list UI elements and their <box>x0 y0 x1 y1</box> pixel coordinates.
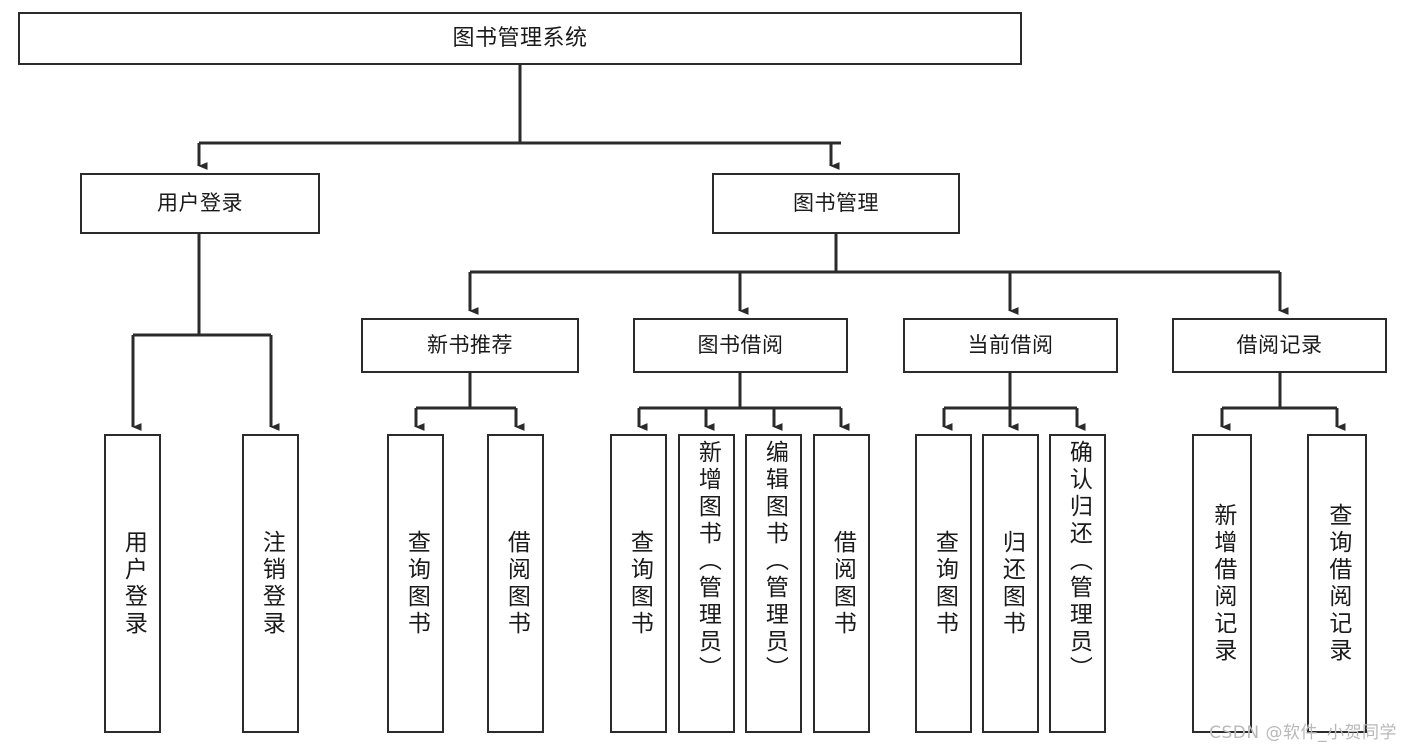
node-user-login-label: 用户登录 <box>157 191 243 216</box>
node-leaf-return-book-label: 归还图书 <box>998 529 1025 638</box>
node-leaf-query-book-1[interactable]: 查询图书 <box>387 434 444 733</box>
node-leaf-borrow-book-2-label: 借阅图书 <box>829 529 856 638</box>
node-leaf-query-book-2[interactable]: 查询图书 <box>610 434 667 733</box>
node-borrow-record[interactable]: 借阅记录 <box>1172 318 1387 373</box>
node-leaf-query-book-3[interactable]: 查询图书 <box>915 434 972 733</box>
node-current-borrow[interactable]: 当前借阅 <box>903 318 1118 373</box>
node-book-borrow[interactable]: 图书借阅 <box>633 318 848 373</box>
node-leaf-borrow-book-2[interactable]: 借阅图书 <box>813 434 870 733</box>
node-book-manage-label: 图书管理 <box>793 191 879 216</box>
node-leaf-logout-label: 注销登录 <box>258 529 285 638</box>
node-root[interactable]: 图书管理系统 <box>18 12 1022 65</box>
node-leaf-logout[interactable]: 注销登录 <box>242 434 299 733</box>
node-leaf-add-record-label: 新增借阅记录 <box>1209 502 1236 665</box>
node-new-book-rec-label: 新书推荐 <box>427 333 513 358</box>
csdn-watermark: CSDN @软件_小贺同学 <box>1209 723 1397 743</box>
node-new-book-rec[interactable]: 新书推荐 <box>361 318 579 373</box>
node-leaf-user-login-label: 用户登录 <box>120 529 147 638</box>
node-leaf-borrow-book-1[interactable]: 借阅图书 <box>487 434 544 733</box>
node-leaf-confirm-return-label: 确认归还（管理员） <box>1065 440 1092 683</box>
node-book-manage[interactable]: 图书管理 <box>712 173 960 234</box>
node-leaf-add-book[interactable]: 新增图书（管理员） <box>678 434 735 733</box>
node-leaf-query-record[interactable]: 查询借阅记录 <box>1307 434 1367 733</box>
node-root-label: 图书管理系统 <box>452 25 588 51</box>
node-leaf-query-record-label: 查询借阅记录 <box>1324 502 1351 665</box>
node-leaf-query-book-3-label: 查询图书 <box>931 529 958 638</box>
node-leaf-query-book-2-label: 查询图书 <box>626 529 653 638</box>
node-book-borrow-label: 图书借阅 <box>697 333 784 358</box>
node-leaf-add-book-label: 新增图书（管理员） <box>694 440 721 683</box>
node-leaf-add-record[interactable]: 新增借阅记录 <box>1192 434 1252 733</box>
node-leaf-edit-book[interactable]: 编辑图书（管理员） <box>745 434 802 733</box>
node-borrow-record-label: 借阅记录 <box>1236 333 1323 358</box>
node-current-borrow-label: 当前借阅 <box>967 333 1054 358</box>
node-leaf-return-book[interactable]: 归还图书 <box>982 434 1039 733</box>
node-leaf-edit-book-label: 编辑图书（管理员） <box>761 440 788 683</box>
node-leaf-user-login[interactable]: 用户登录 <box>104 434 161 733</box>
node-leaf-query-book-1-label: 查询图书 <box>403 529 430 638</box>
node-user-login[interactable]: 用户登录 <box>80 173 320 234</box>
node-leaf-borrow-book-1-label: 借阅图书 <box>503 529 530 638</box>
node-leaf-confirm-return[interactable]: 确认归还（管理员） <box>1049 434 1106 733</box>
